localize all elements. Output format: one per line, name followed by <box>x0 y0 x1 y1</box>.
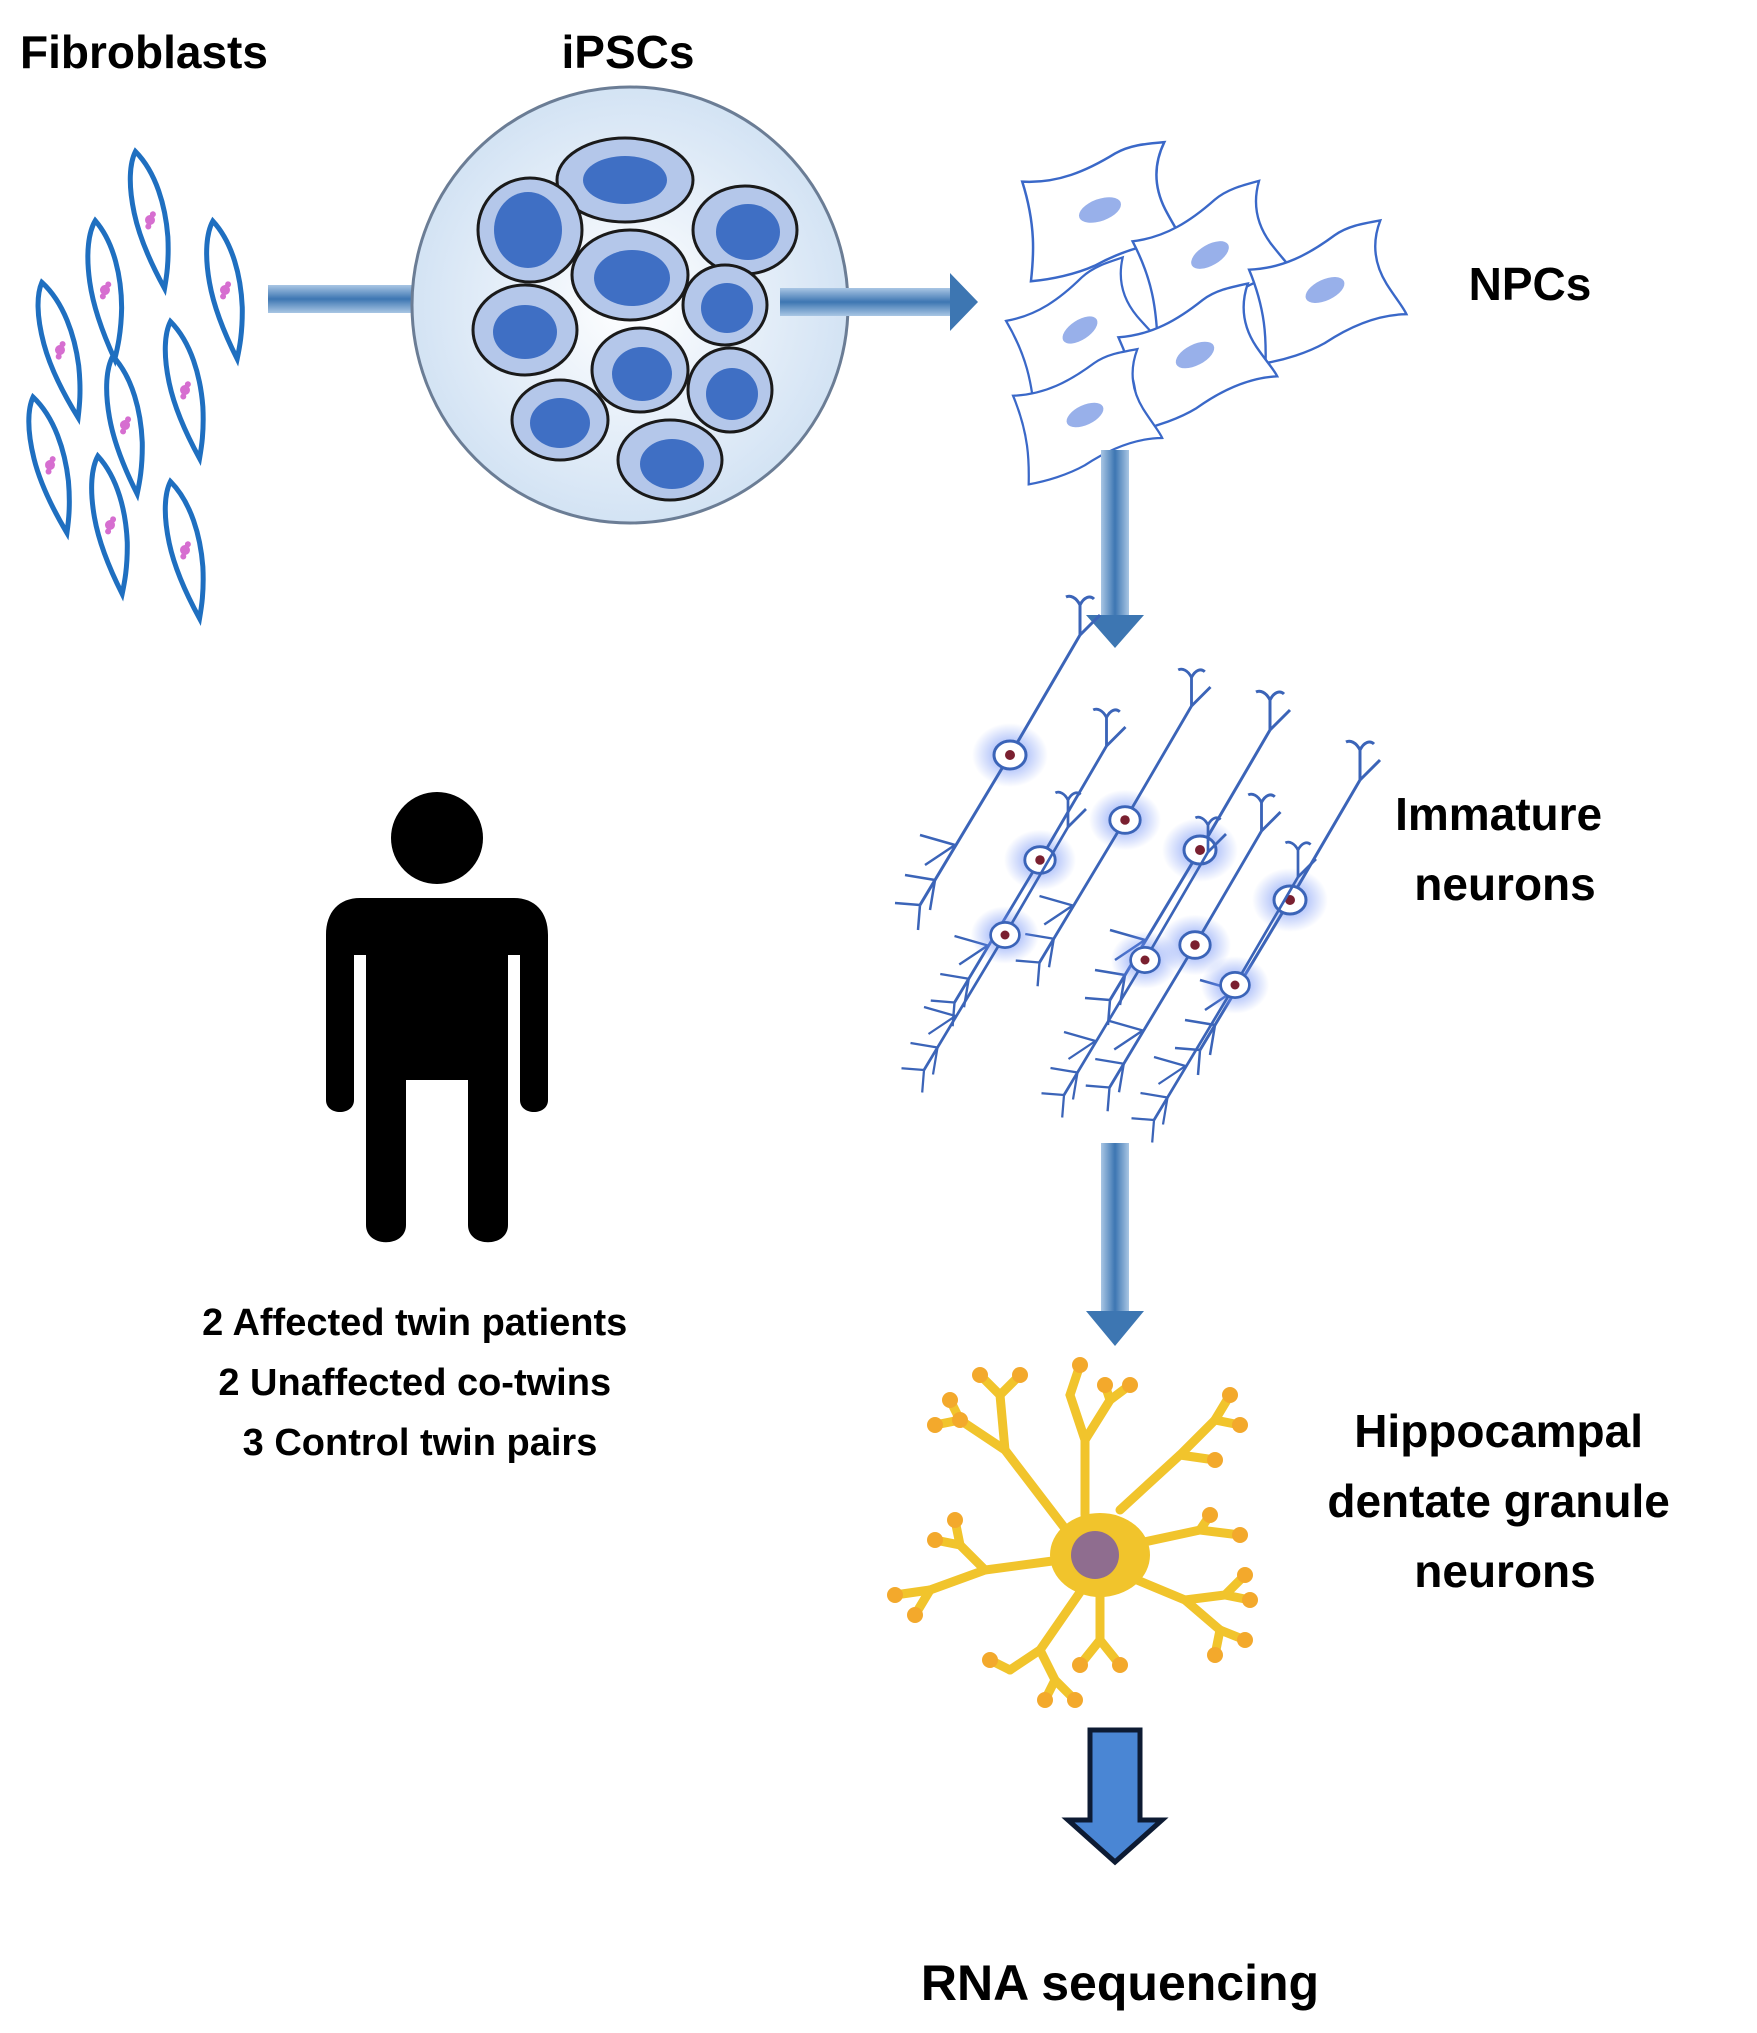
immature-label-line2: neurons <box>1414 858 1595 910</box>
fibroblast-cell-icon <box>19 148 252 621</box>
immature-label-line1: Immature <box>1395 788 1602 840</box>
fibroblasts-label: Fibroblasts <box>20 26 268 78</box>
granule-neuron-icon <box>887 1357 1258 1708</box>
rna-sequencing-label: RNA sequencing <box>921 1955 1319 2011</box>
granule-label-line2: dentate granule <box>1327 1475 1670 1527</box>
immature-neurons-label: Immature neurons <box>1395 788 1615 910</box>
npcs-label: NPCs <box>1469 258 1592 310</box>
granule-label-line3: neurons <box>1414 1545 1595 1597</box>
arrow-ipscs-to-npcs <box>780 273 978 331</box>
immature-neuron-icon <box>893 594 1382 1144</box>
cohort-item: 2 Affected twin patients <box>202 1302 627 1344</box>
granule-neurons-label: Hippocampal dentate granule neurons <box>1327 1405 1682 1597</box>
npc-cell-icon <box>997 140 1412 486</box>
ipscs-label: iPSCs <box>562 26 695 78</box>
person-icon <box>326 792 548 1243</box>
cohort-item: 3 Control twin pairs <box>243 1422 598 1464</box>
arrow-npcs-to-immature <box>1086 450 1144 648</box>
cohort-item: 2 Unaffected co-twins <box>218 1362 611 1404</box>
arrow-to-rna-sequencing <box>1061 1727 1169 1866</box>
arrow-immature-to-granule <box>1086 1143 1144 1346</box>
granule-label-line1: Hippocampal <box>1354 1405 1643 1457</box>
cohort-list: 2 Affected twin patients 2 Unaffected co… <box>202 1302 638 1464</box>
ipsc-colony-icon <box>410 85 850 525</box>
